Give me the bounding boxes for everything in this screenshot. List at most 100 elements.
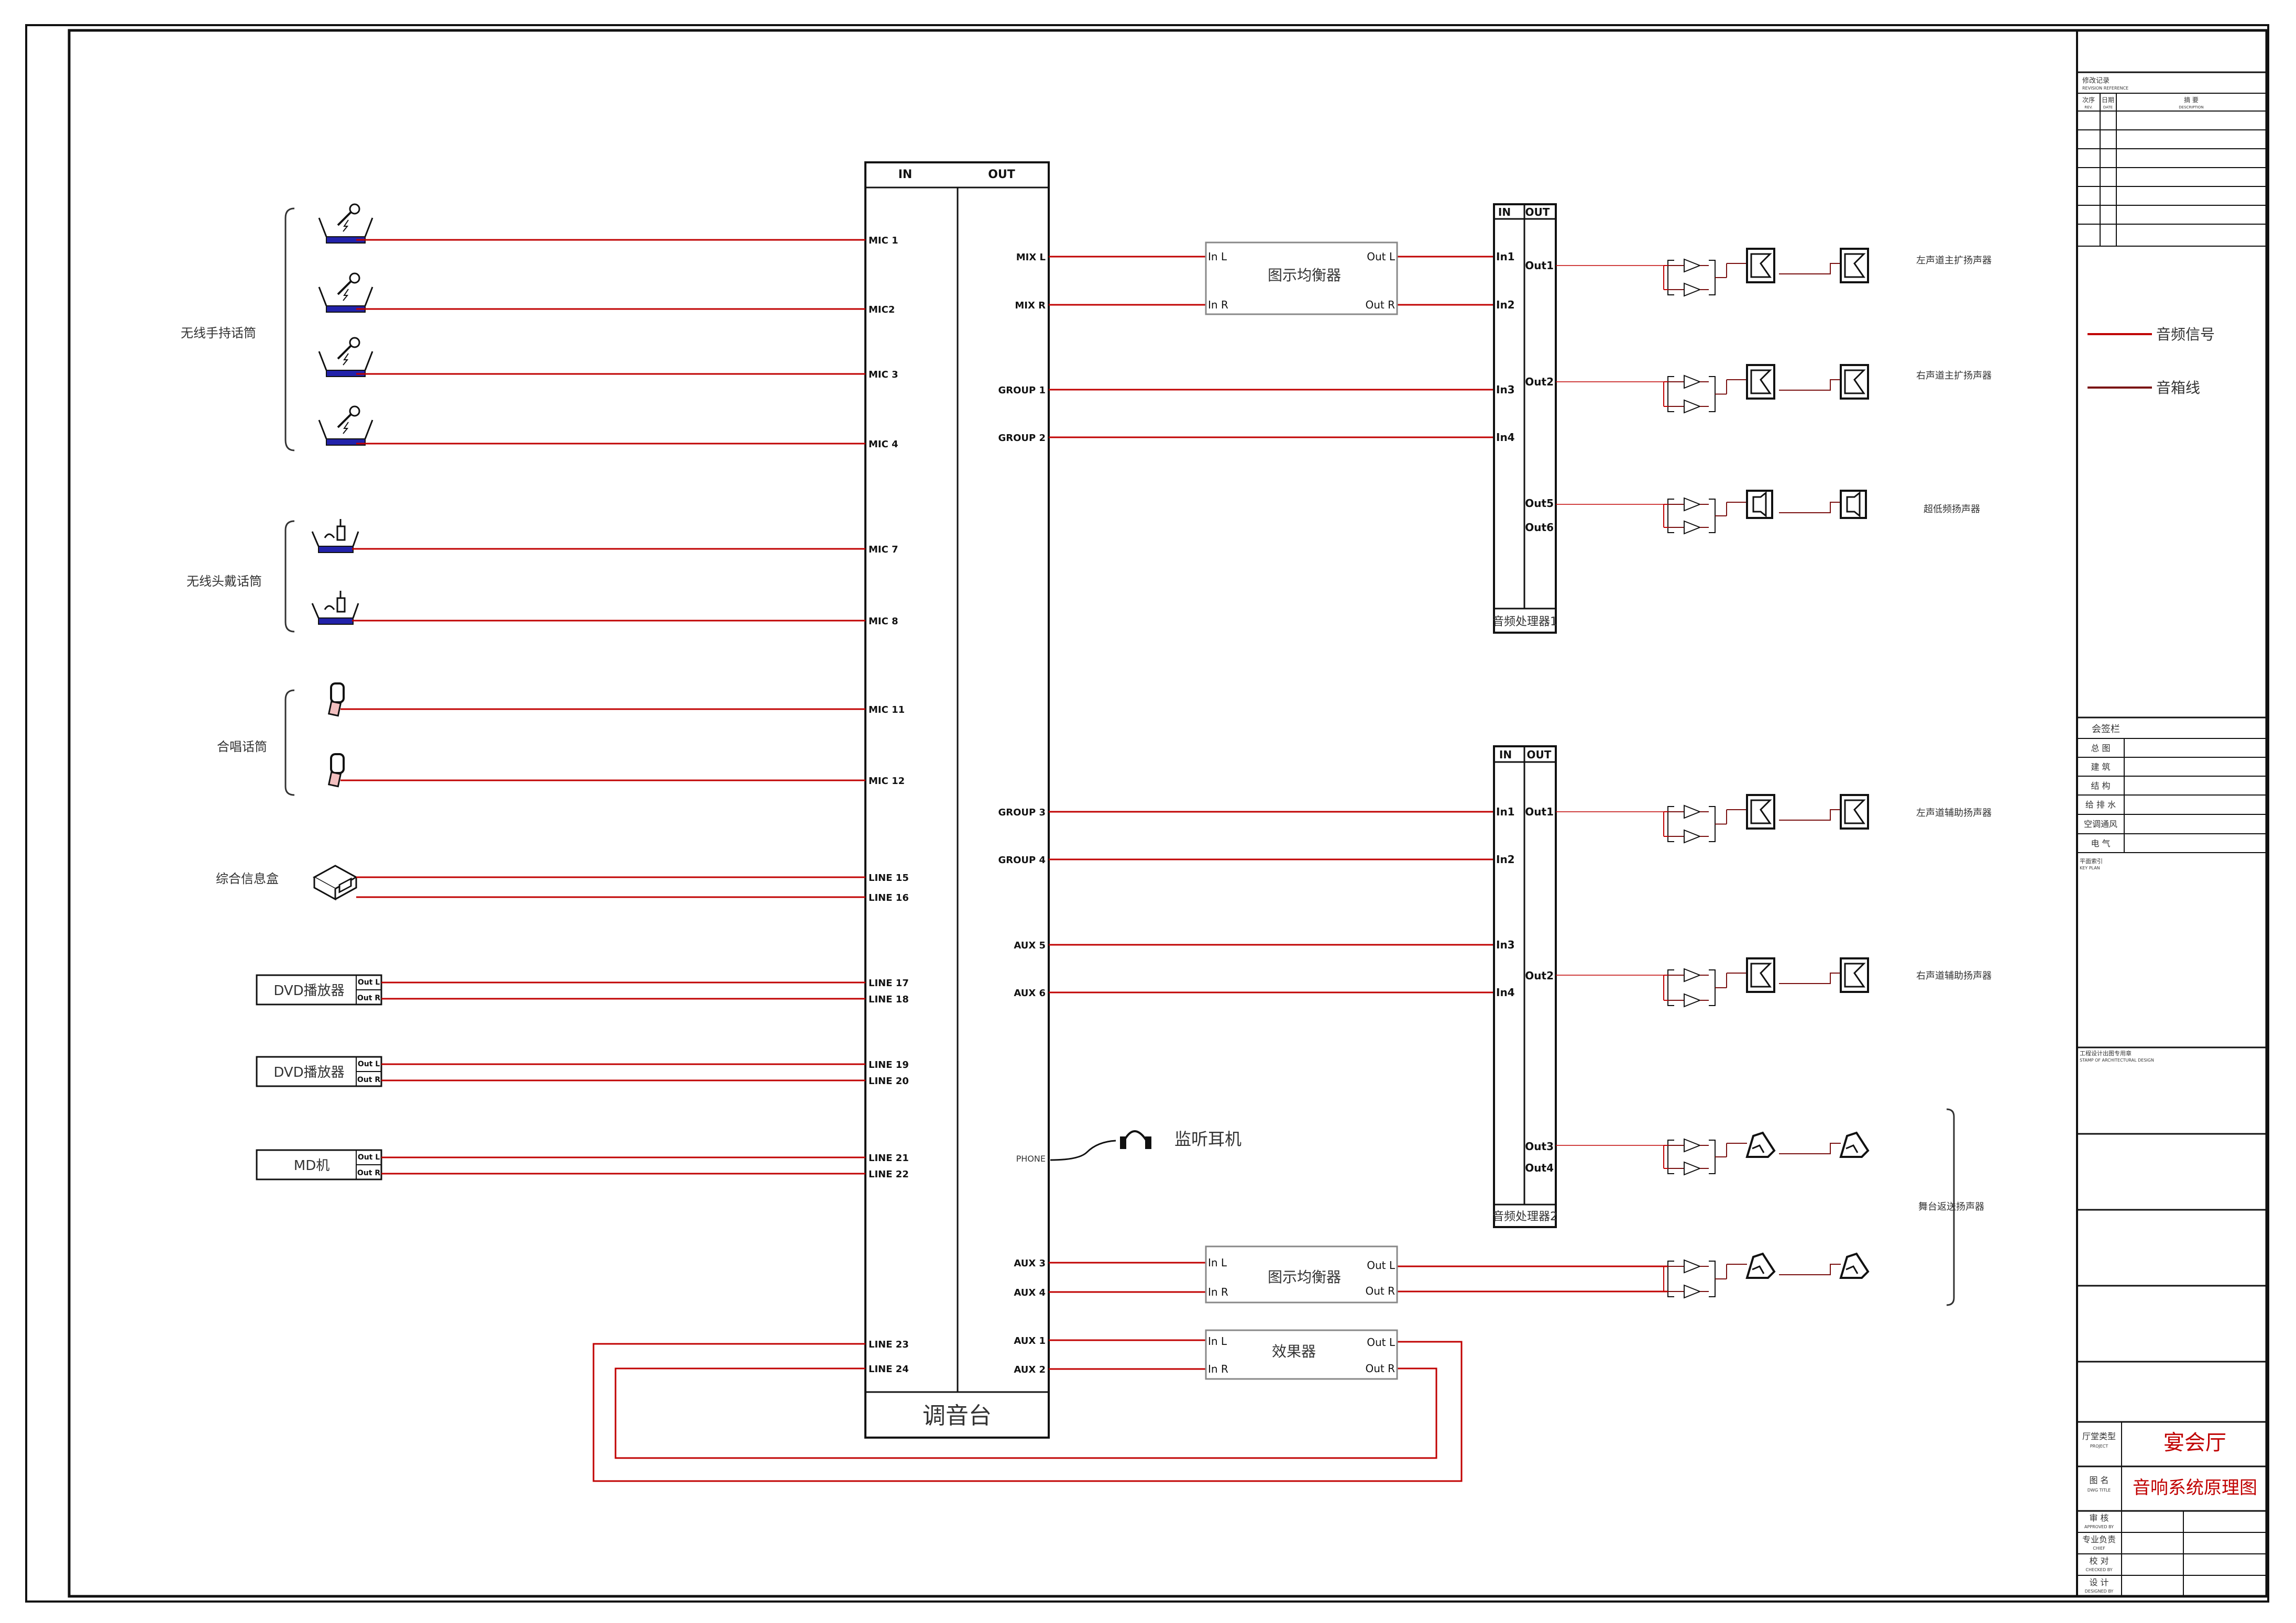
eq1-title: 图示均衡器	[1268, 267, 1341, 284]
speaker-line	[1779, 809, 1841, 821]
wireless-handheld-mic-icon	[318, 272, 373, 313]
mixer-output: GROUP 2	[998, 433, 1046, 444]
info-box-icon	[312, 865, 358, 901]
proc2-input: In2	[1496, 853, 1515, 866]
mixer-output: PHONE	[1016, 1154, 1046, 1164]
mixer-out-label: OUT	[988, 168, 1015, 181]
proc2-output: Out1	[1525, 805, 1554, 818]
amplifier-icon	[1684, 1284, 1701, 1299]
audio-processor-1: IN OUT 音频处理器1 In1 In2 In3 In4 Out1 Out2 …	[1492, 203, 1557, 634]
mixer-output: GROUP 4	[998, 855, 1046, 866]
bracket	[1709, 376, 1716, 412]
project-label: 厅堂类型	[2082, 1431, 2116, 1441]
amplifier-icon	[1684, 520, 1701, 535]
speaker-line	[1779, 1143, 1841, 1154]
monitor-headphone: 监听耳机	[1050, 1129, 1242, 1161]
mixer-output-labels: MIX L MIX R GROUP 1 GROUP 2 GROUP 3 GROU…	[998, 252, 1046, 1375]
mixer-input: LINE 16	[869, 892, 909, 903]
stamp-title: 工程设计出图专用章	[2080, 1050, 2132, 1057]
key-plan-title-en: KEY PLAN	[2080, 866, 2100, 870]
label-left-aux-speaker: 左声道辅助扬声器	[1916, 808, 1992, 819]
mixer-input: LINE 24	[869, 1364, 909, 1375]
bracket	[1667, 1261, 1674, 1297]
stamp-title-en: STAMP OF ARCHITECTURAL DESIGN	[2080, 1058, 2154, 1063]
label-right-aux-speaker: 右声道辅助扬声器	[1916, 970, 1992, 981]
wedge-icon	[1845, 1265, 1859, 1274]
mixer-output: MIX L	[1016, 252, 1046, 263]
role: 校 对	[2089, 1556, 2108, 1566]
proc1-input: In1	[1496, 250, 1515, 263]
proc1-output: Out1	[1525, 259, 1554, 272]
title-block: 修改记录 REVISION REFERENCE 次序 日期 摘 要 REV. D…	[2076, 30, 2267, 1596]
role: 审 核	[2089, 1513, 2108, 1523]
dvd1-out-l: Out L	[358, 978, 380, 987]
signal-line	[1663, 1145, 1668, 1169]
headphone-icon	[1123, 1130, 1148, 1143]
proc1-output: Out6	[1525, 521, 1554, 534]
project-name: 宴会厅	[2163, 1431, 2226, 1455]
horn-icon	[1844, 369, 1866, 394]
fx-out-l: Out L	[1367, 1336, 1396, 1349]
effects-processor: 效果器 In L In R Out L Out R	[1205, 1329, 1398, 1380]
mixer-input: MIC 4	[869, 439, 898, 450]
signal-line	[1663, 382, 1668, 407]
proc2-out-label: OUT	[1527, 748, 1552, 761]
rev-col: 摘 要	[2184, 96, 2199, 104]
dvd2-out-r: Out R	[357, 1076, 380, 1084]
wireless-headset-mic-icon	[311, 591, 359, 625]
horn-icon	[1750, 799, 1772, 824]
proc2-output: Out3	[1525, 1140, 1554, 1153]
proc2-input: In4	[1496, 986, 1515, 999]
role-en: DESIGNED BY	[2085, 1589, 2114, 1594]
dvd1-label: DVD播放器	[273, 983, 344, 999]
bracket	[1709, 969, 1716, 1006]
proc2-output: Out2	[1525, 969, 1554, 982]
wedge-icon	[1845, 1144, 1859, 1153]
speaker-line	[1779, 502, 1841, 513]
outer-border	[25, 24, 2269, 1603]
role-en: CHIEF	[2093, 1546, 2105, 1551]
proc1-input: In4	[1496, 431, 1515, 444]
rev-col: 日期	[2102, 96, 2114, 104]
speaker-line	[1779, 1264, 1841, 1275]
drawing-label: 图 名	[2089, 1475, 2108, 1485]
mixer-output: GROUP 1	[998, 385, 1046, 396]
bracket	[1709, 260, 1716, 295]
role-en: CHECKED BY	[2085, 1567, 2112, 1572]
horn-icon	[1844, 799, 1866, 824]
mixer-output: AUX 3	[1014, 1258, 1046, 1269]
proc1-out-label: OUT	[1525, 206, 1550, 218]
bracket	[1667, 376, 1674, 412]
wireless-handheld-mic-icon	[318, 337, 373, 377]
rev-col-en: DESCRIPTION	[2179, 105, 2203, 109]
driver-icon	[1846, 491, 1861, 518]
amplifier-icon	[1684, 1161, 1701, 1176]
label-stage-speaker: 舞台返送扬声器	[1918, 1201, 1984, 1212]
dvd-player-2: DVD播放器 Out L Out R	[256, 1056, 382, 1087]
rev-col-en: DATE	[2103, 105, 2113, 109]
mixer-input: MIC 3	[869, 369, 898, 380]
md-out-r: Out R	[357, 1169, 380, 1177]
mixer-output: AUX 2	[1014, 1364, 1046, 1375]
amplifier-icon	[1684, 1259, 1701, 1274]
subwoofer-icon	[1746, 490, 1773, 519]
stage-monitor-icon	[1839, 1252, 1870, 1279]
drawing-label-en: DWG TITLE	[2088, 1488, 2111, 1493]
eq2-title: 图示均衡器	[1268, 1268, 1341, 1286]
mixer-input: MIC 7	[869, 544, 898, 555]
amplifier-icon	[1684, 1138, 1701, 1153]
bracket	[1667, 806, 1674, 842]
mixer-output-lines	[592, 256, 1668, 1482]
mixer-input: LINE 19	[869, 1059, 909, 1070]
fx-in-r: In R	[1208, 1363, 1228, 1375]
mixer-input: MIC 1	[869, 235, 898, 246]
speaker-line	[1779, 379, 1841, 391]
amplifier-speaker-chains	[1556, 248, 1870, 1299]
mixer-input: LINE 20	[869, 1076, 909, 1087]
mixer-input-labels: MIC 1 MIC2 MIC 3 MIC 4 MIC 7 MIC 8 MIC 1…	[869, 235, 909, 1375]
proc1-input: In2	[1496, 299, 1515, 311]
label-wireless-handheld: 无线手持话筒	[181, 326, 256, 340]
key-plan-title: 平面索引	[2080, 857, 2103, 865]
bracket	[1709, 1140, 1716, 1174]
mixer-input: LINE 22	[869, 1169, 909, 1180]
